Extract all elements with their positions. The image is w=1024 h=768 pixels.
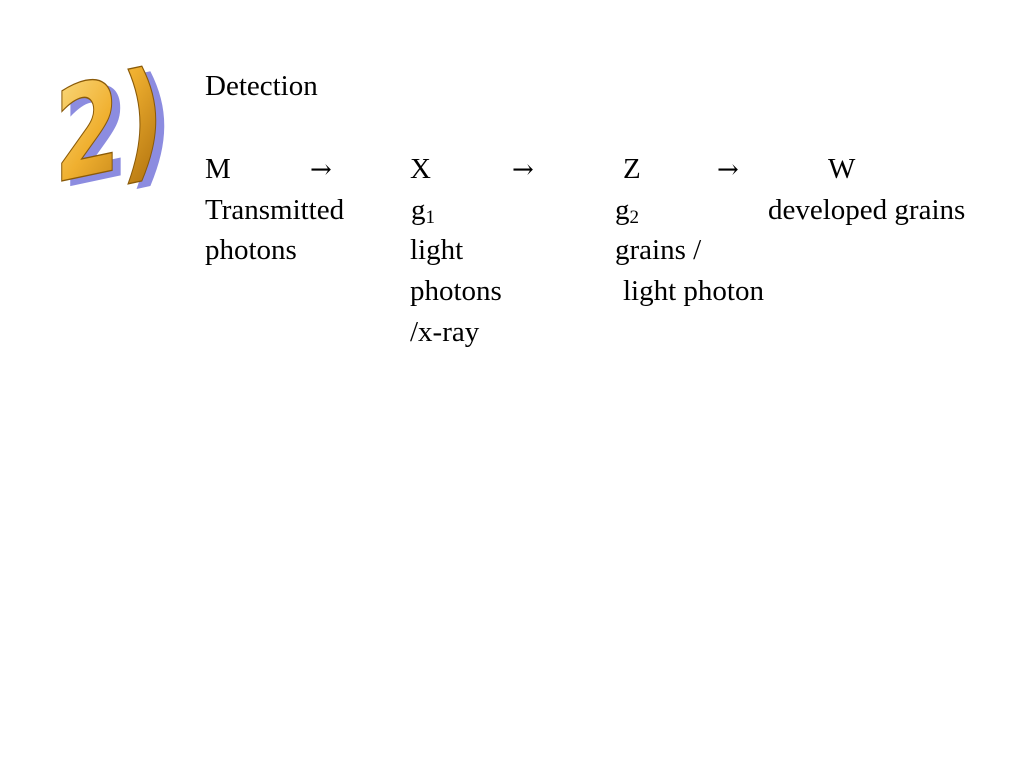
label-per-x-ray: /x-ray <box>410 316 480 348</box>
slide-number-graphic: 2) 2) <box>54 39 173 218</box>
node-z: Z <box>623 153 641 185</box>
node-w: W <box>828 153 856 185</box>
label-photons-x: photons <box>410 275 502 307</box>
heading-detection: Detection <box>205 70 318 102</box>
label-light: light <box>410 234 464 266</box>
label-photons: photons <box>205 234 297 266</box>
arrow-right-icon: → <box>310 155 332 185</box>
label-g1: g1 <box>411 194 436 228</box>
slide-number-shadow: 2) <box>63 45 173 218</box>
label-developed-grains: developed grains <box>768 194 966 226</box>
label-light-photon: light photon <box>623 275 764 307</box>
g2-subscript: 2 <box>629 207 640 228</box>
node-x: X <box>410 153 431 185</box>
g1-subscript: 1 <box>425 207 436 228</box>
arrow-right-icon: → <box>512 155 534 185</box>
arrow-right-icon: → <box>717 155 739 185</box>
g1-base: g <box>411 194 426 226</box>
label-transmitted: Transmitted <box>205 194 345 226</box>
label-grains-per: grains / <box>615 234 702 266</box>
g2-base: g <box>615 194 630 226</box>
node-m: M <box>205 153 231 185</box>
slide-number-text: 2) <box>54 40 164 213</box>
label-g2: g2 <box>615 194 640 228</box>
slide-number-logo: 2) 2) <box>44 38 173 218</box>
